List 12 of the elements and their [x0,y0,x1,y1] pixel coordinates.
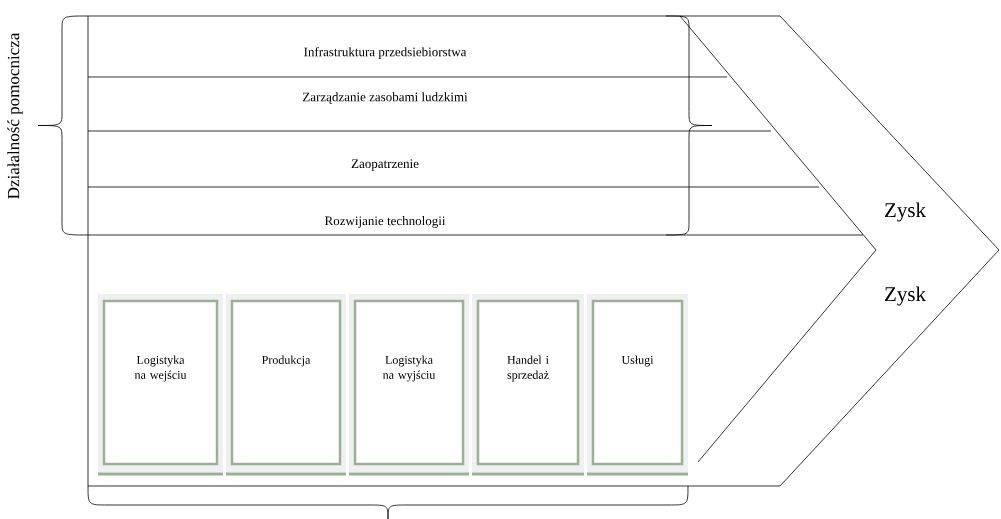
band-label: Infrastruktura przedsiebiorstwa [304,47,467,59]
activity-box: Usługi [587,294,688,476]
profit-label: Zysk [885,286,926,306]
side-label: Działalność pomocnicza [7,32,23,199]
activity-box: Logistyka na wyjściu [349,294,469,476]
band-label: Zaopatrzenie [351,159,419,171]
activity-box: Produkcja [226,294,346,476]
activity-box: Logistyka na wejściu [98,294,223,476]
band-label: Rozwijanie technologii [324,216,446,228]
profit-label: Zysk [885,202,926,222]
activity-box: Handel i sprzedaż [472,294,584,476]
band-label: Zarządzanie zasobami ludzkimi [303,92,468,104]
